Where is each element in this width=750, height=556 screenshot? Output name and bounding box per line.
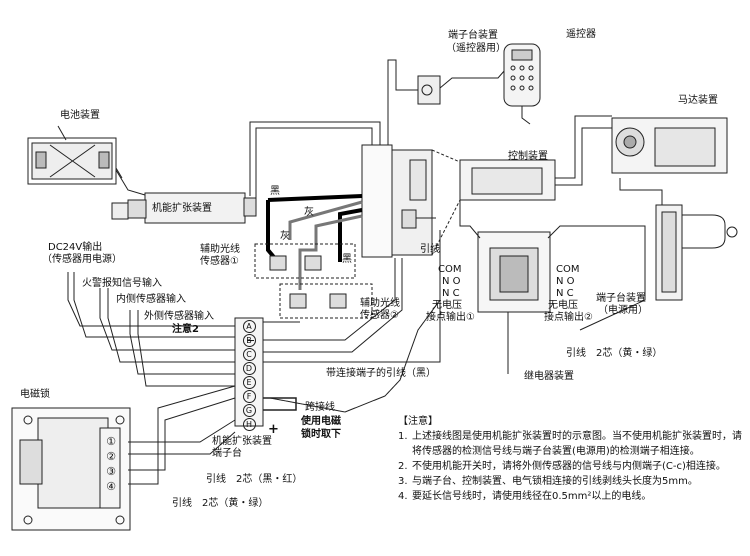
expansion-unit <box>111 192 257 224</box>
nc-label-1: N C <box>442 288 460 299</box>
control-box <box>361 115 612 258</box>
no-label-1: N O <box>442 276 461 287</box>
dc24-output-sublabel: （传感器用电源） <box>42 254 122 265</box>
remote-controller-label: 遥控器 <box>566 29 596 40</box>
terminal-g: G <box>242 404 256 417</box>
com-label-2: COM <box>556 264 580 275</box>
no-volt-1-label: 无电压 <box>432 300 462 311</box>
remote-terminal-label: 端子台装置 <box>448 30 498 41</box>
outer-sensor-label: 外侧传感器输入 <box>144 311 214 322</box>
aux-sensor-2-sublabel: 传感器② <box>360 310 399 321</box>
inner-sensor-label: 内侧传感器输入 <box>116 294 186 305</box>
relay-unit-label: 继电器装置 <box>524 371 574 382</box>
em-lock-terminals: ① ② ③ ④ <box>102 434 120 494</box>
remote-controller-shape <box>503 43 541 125</box>
power-terminal-sublabel: （电源用） <box>598 305 648 316</box>
note-item: 4.要延长信号线时，请使用线径在0.5mm²以上的电线。 <box>398 491 652 502</box>
motor-shape <box>611 117 728 174</box>
terminal-b: B <box>242 334 256 347</box>
no-volt-2-label: 无电压 <box>548 300 578 311</box>
battery-unit <box>27 125 117 185</box>
lead-wire-mid-label: 引线 <box>420 244 440 255</box>
terminal-h: H <box>242 418 256 431</box>
plus-sign: + <box>268 422 279 437</box>
power-terminal-shape <box>619 178 738 301</box>
jumper-label: 跨接线 <box>305 402 335 413</box>
lead-2core-yg-right-label: 引线 2芯（黄・绿） <box>566 348 663 359</box>
lead-2core-br-label: 引线 2芯（黑・红） <box>206 474 303 485</box>
gray-wire-label-1: 灰 <box>304 207 314 218</box>
em-lock-shape <box>11 407 131 531</box>
com-label-1: COM <box>438 264 462 275</box>
battery-unit-label: 电池装置 <box>60 110 100 121</box>
dc24-output-label: DC24V输出 <box>48 242 103 253</box>
note-item: 3.与端子台、控制装置、电气锁相连接的引线剥线头长度为5mm。 <box>398 476 698 487</box>
lead-with-terminal-label: 带连接端子的引线（黑） <box>326 368 436 379</box>
ext-terminal-label: 机能扩张装置 <box>212 436 272 447</box>
aux-sensor-1-sublabel: 传感器① <box>200 256 239 267</box>
em-lock-label: 电磁锁 <box>20 389 50 400</box>
fire-alarm-label: 火警报知信号输入 <box>82 278 162 289</box>
no-label-2: N O <box>556 276 575 287</box>
relay-unit-shape <box>459 168 646 331</box>
terminal-e: E <box>242 376 256 389</box>
control-unit-label: 控制装置 <box>508 151 548 162</box>
no-volt-1-sublabel: 接点输出① <box>426 312 475 323</box>
remote-terminal <box>387 59 506 145</box>
remove-when-emlock-sublabel: 锁时取下 <box>301 429 341 440</box>
no-volt-2-sublabel: 接点输出② <box>544 312 593 323</box>
gray-wire-label-2: 灰 <box>280 231 290 242</box>
terminal-d: D <box>242 362 256 375</box>
remote-terminal-sublabel: （遥控器用） <box>446 43 506 54</box>
remove-when-emlock-label: 使用电磁 <box>301 416 341 427</box>
note2-label: 注意2 <box>172 324 199 335</box>
terminal-a: A <box>242 320 256 333</box>
notes-list: 1.上述接线图是使用机能扩张装置时的示意图。当不使用机能扩张装置时，请将传感器的… <box>398 429 743 504</box>
terminal-f: F <box>242 390 256 403</box>
aux-sensor-2-label: 辅助光线 <box>360 298 400 309</box>
lock-terminal-3: ③ <box>106 465 116 478</box>
black-wire-right-label: 黑 <box>342 254 352 265</box>
expansion-unit-label: 机能扩张装置 <box>152 203 212 214</box>
terminal-c: C <box>242 348 256 361</box>
lock-terminal-4: ④ <box>106 480 116 493</box>
note-item: 1.上述接线图是使用机能扩张装置时的示意图。当不使用机能扩张装置时，请将传感器的… <box>398 431 742 457</box>
note-item: 2.不使用机能开关时，请将外侧传感器的信号线与内侧端子(C-c)相连接。 <box>398 461 726 472</box>
aux-sensor-1-label: 辅助光线 <box>200 244 240 255</box>
power-terminal-label: 端子台装置 <box>596 293 646 304</box>
lead-2core-yg-bottom-label: 引线 2芯（黄・绿） <box>172 498 269 509</box>
lock-terminal-2: ② <box>106 450 116 463</box>
nc-label-2: N C <box>556 288 574 299</box>
black-wire-top-label: 黑 <box>270 186 280 197</box>
notes-block: 【注意】 1.上述接线图是使用机能扩张装置时的示意图。当不使用机能扩张装置时，请… <box>398 414 743 504</box>
motor-unit-label: 马达装置 <box>678 95 718 106</box>
notes-title: 【注意】 <box>398 416 438 427</box>
lock-terminal-1: ① <box>106 435 116 448</box>
ext-terminal-sublabel: 端子台 <box>212 448 242 459</box>
